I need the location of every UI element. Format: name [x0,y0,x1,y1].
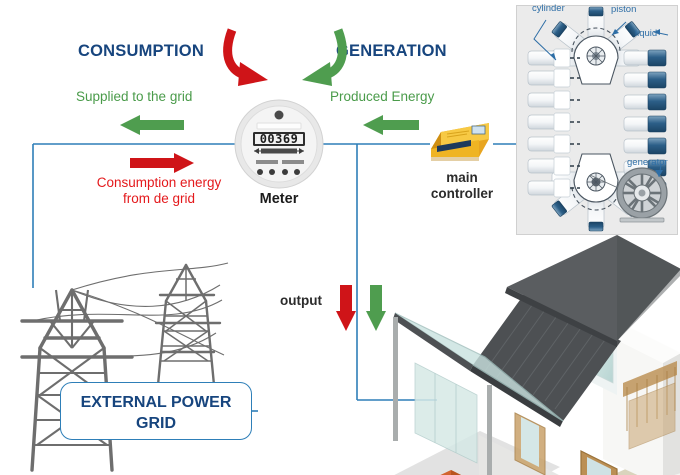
label-consumption-energy: Consumption energy from de grid [70,175,248,207]
arrow-left-green-icon [120,115,184,135]
transmission-towers [20,262,229,472]
label-consumption-energy-line1: Consumption energy [96,175,222,190]
label-output: output [280,293,322,308]
arrow-down-red-icon [336,285,356,331]
meter: 00369 [234,99,324,189]
cylinder-bank-left [527,48,580,198]
external-power-grid-box[interactable]: EXTERNAL POWER GRID [60,382,252,440]
meter-caption: Meter [259,191,299,207]
main-controller-caption: main controller [406,170,518,202]
machine-label-piston: piston [611,4,637,15]
title-generation: GENERATION [336,42,447,60]
curved-arrow-green-icon [302,28,347,86]
generator-wheel [589,167,668,223]
arrow-left-green-icon-2 [363,115,419,135]
machine-label-liquid: liquid [635,28,658,39]
external-power-grid-line2: GRID [136,415,176,432]
arrow-down-green-icon [366,285,386,331]
machine-label-generator: generator [627,157,668,168]
house-illustration [393,235,680,475]
main-controller-line2: controller [430,186,494,201]
label-produced-energy: Produced Energy [330,89,435,104]
arrow-right-red-icon [130,153,194,173]
label-consumption-energy-line2: from de grid [122,191,196,206]
external-power-grid-line1: EXTERNAL POWER [80,394,232,411]
curved-arrow-red-icon [223,28,268,86]
title-consumption: CONSUMPTION [78,42,204,60]
car-icon [440,470,461,475]
machine-diagram [527,6,669,232]
main-controller-icon [431,123,489,161]
label-supplied-to-grid: Supplied to the grid [76,89,193,104]
meter-reading-text: 00369 [260,132,299,146]
main-controller-line1: main [446,170,478,185]
machine-label-cylinder: cylinder [532,3,565,14]
